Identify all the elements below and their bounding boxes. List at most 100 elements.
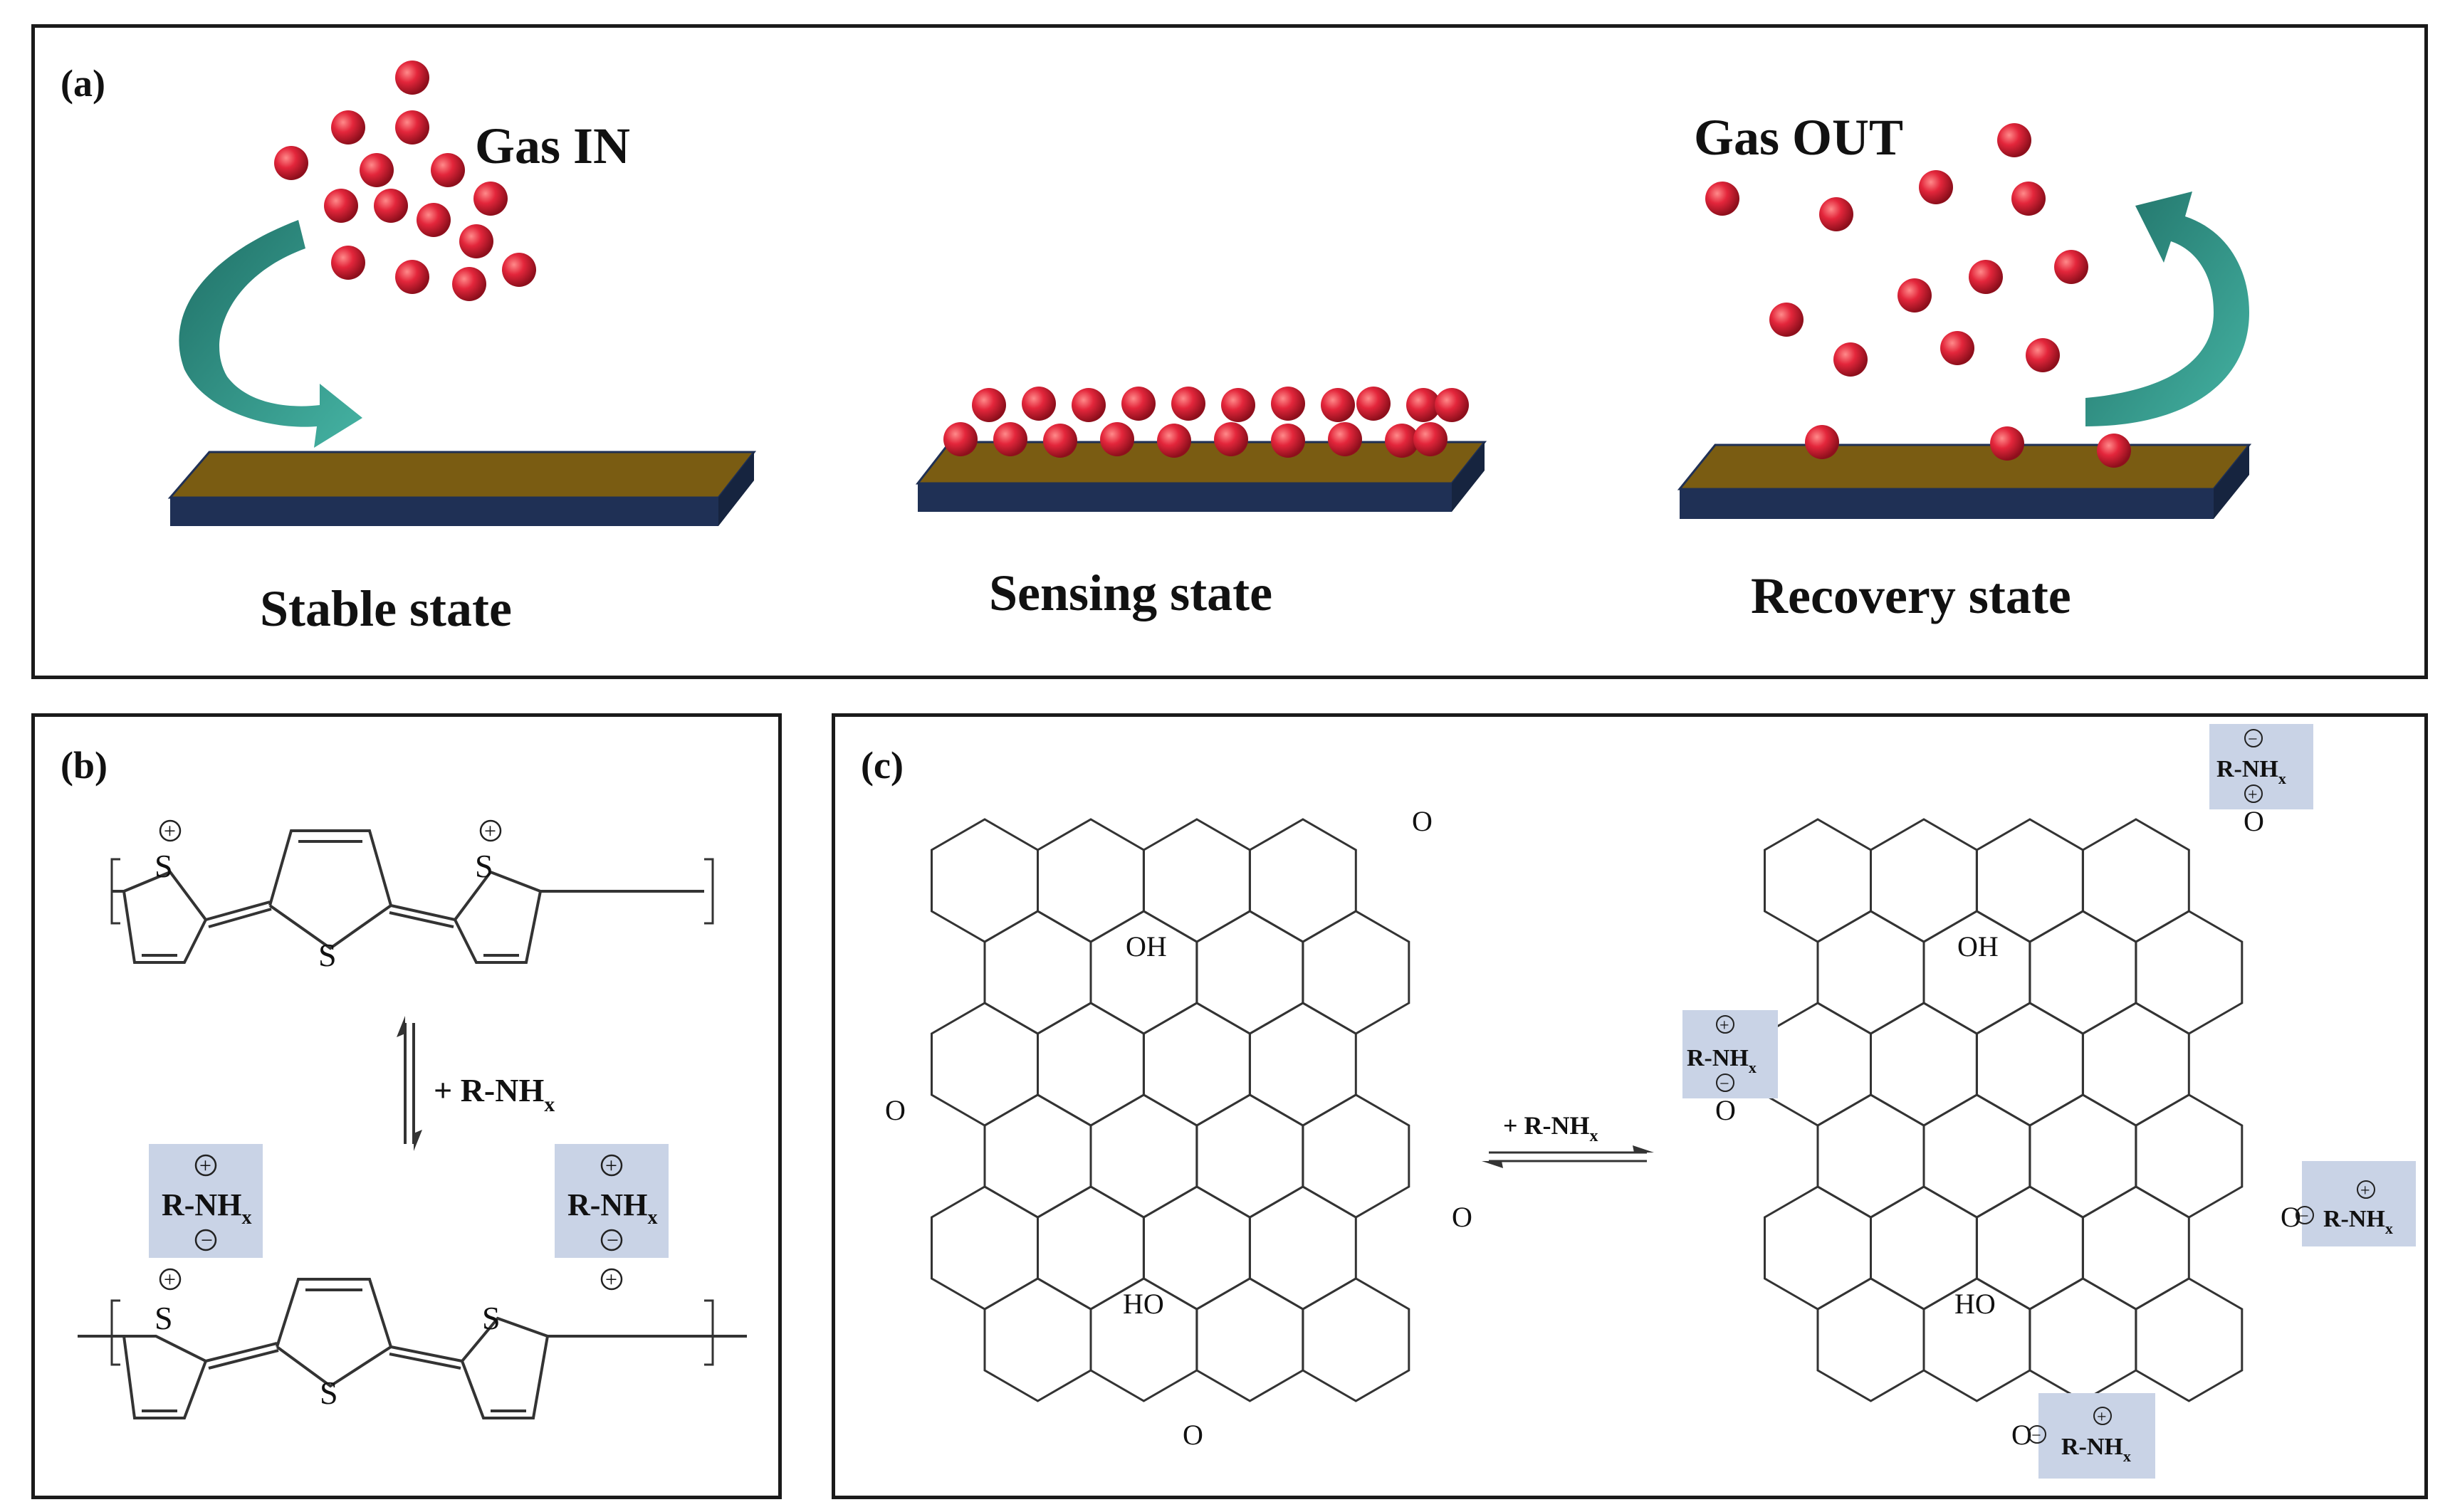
svg-text:+: + bbox=[605, 1268, 617, 1291]
o-atom: O bbox=[1452, 1201, 1472, 1233]
carbon-ring bbox=[1302, 1277, 1410, 1402]
gas-molecule bbox=[1435, 388, 1469, 422]
carbon-ring bbox=[1764, 1185, 1872, 1311]
ho-group: HO bbox=[1954, 1288, 1996, 1320]
carbon-ring bbox=[1037, 1002, 1145, 1127]
gas-molecule bbox=[1328, 422, 1362, 456]
gas-molecule bbox=[395, 110, 429, 145]
polythiophene-neutral bbox=[110, 829, 714, 964]
gas-molecule bbox=[1321, 388, 1355, 422]
gas-molecule bbox=[331, 110, 365, 145]
gas-molecule bbox=[331, 246, 365, 280]
carbon-ring bbox=[1089, 1093, 1198, 1219]
gas-molecule bbox=[1833, 342, 1868, 377]
gas-molecule bbox=[1413, 422, 1448, 456]
adduct-right: + R-NHx − bbox=[567, 1154, 657, 1252]
gas-in-arrow bbox=[179, 220, 363, 448]
gas-molecule bbox=[324, 189, 358, 223]
carbon-ring bbox=[1975, 818, 2084, 943]
gas-molecule bbox=[2011, 182, 2046, 216]
charge-plus: + bbox=[159, 1268, 182, 1291]
carbon-ring bbox=[1816, 910, 1925, 1035]
gas-molecule bbox=[1406, 388, 1440, 422]
gas-molecule bbox=[2097, 434, 2131, 468]
carbon-ring bbox=[931, 818, 1039, 943]
gas-molecule bbox=[1072, 388, 1106, 422]
gas-molecule bbox=[1171, 387, 1205, 421]
carbon-ring bbox=[1195, 1093, 1304, 1219]
svg-text:−: − bbox=[201, 1229, 213, 1252]
gas-molecule bbox=[1705, 182, 1739, 216]
carbon-ring bbox=[1922, 910, 2031, 1035]
adduct-box bbox=[149, 1144, 263, 1258]
svg-text:+: + bbox=[164, 819, 176, 843]
carbon-ring bbox=[2135, 1277, 2244, 1402]
carbon-ring bbox=[2135, 910, 2244, 1035]
carbon-ring bbox=[1975, 1002, 2084, 1127]
svg-text:R-NHx: R-NHx bbox=[567, 1187, 657, 1229]
oh-group: OH bbox=[1126, 930, 1167, 962]
gas-molecule bbox=[1805, 425, 1839, 459]
gas-molecule bbox=[374, 189, 408, 223]
gas-molecule bbox=[1271, 424, 1305, 458]
substrate-recovery bbox=[1677, 443, 2252, 519]
svg-text:+: + bbox=[164, 1268, 176, 1291]
carbon-ring bbox=[1142, 1002, 1251, 1127]
svg-text:R-NHx: R-NHx bbox=[162, 1187, 251, 1229]
gas-molecule bbox=[972, 388, 1006, 422]
panel-b-label: (b) bbox=[61, 744, 108, 787]
gas-molecule bbox=[395, 260, 429, 294]
carbon-ring bbox=[1764, 818, 1872, 943]
adduct-top: − R-NHx + bbox=[2209, 724, 2313, 809]
carbon-ring bbox=[2029, 1277, 2137, 1402]
gas-molecule bbox=[417, 203, 451, 237]
s-atom: S bbox=[155, 1300, 173, 1336]
o-atom: O bbox=[1183, 1419, 1203, 1451]
svg-text:+: + bbox=[484, 819, 496, 843]
charge-plus: + bbox=[159, 819, 182, 843]
gas-molecule bbox=[1214, 422, 1248, 456]
panel-a-figure: (a) Gas IN Gas OUT Stable state S bbox=[61, 61, 2252, 637]
carbon-ring bbox=[931, 1185, 1039, 1311]
panel-c: (c) + R-NHx O OH O O HO O O OH O O HO O … bbox=[832, 713, 2428, 1499]
substrate-stable bbox=[167, 451, 757, 526]
panel-c-figure: (c) + R-NHx O OH O O HO O O OH O O HO O … bbox=[861, 724, 2416, 1479]
svg-text:−: − bbox=[2299, 1207, 2309, 1226]
panel-c-label: (c) bbox=[861, 744, 904, 787]
carbon-ring bbox=[1870, 1002, 1978, 1127]
o-atom: O bbox=[1412, 805, 1433, 837]
s-atom: S bbox=[475, 848, 493, 884]
carbon-ring bbox=[1248, 1002, 1357, 1127]
gas-molecule bbox=[431, 153, 465, 187]
carbon-ring bbox=[1870, 818, 1978, 943]
s-atom: S bbox=[320, 1375, 338, 1411]
svg-text:R-NHx: R-NHx bbox=[1687, 1045, 1757, 1076]
o-atom: O bbox=[1715, 1094, 1736, 1126]
adduct-left: + R-NHx − bbox=[1682, 1010, 1778, 1098]
stable-state-label: Stable state bbox=[260, 580, 512, 637]
o-atom: O bbox=[2281, 1201, 2301, 1233]
carbon-ring bbox=[1922, 1093, 2031, 1219]
charge-plus: + bbox=[600, 1268, 623, 1291]
carbon-ring bbox=[1195, 910, 1304, 1035]
reagent-label: + R-NHx bbox=[434, 1072, 555, 1116]
gas-molecule bbox=[1121, 387, 1156, 421]
gas-molecule bbox=[1385, 424, 1419, 458]
carbon-ring bbox=[1302, 1093, 1410, 1219]
svg-text:−: − bbox=[2031, 1427, 2041, 1445]
panel-a-label: (a) bbox=[61, 62, 105, 105]
gas-molecule bbox=[1990, 426, 2024, 461]
adduct-left: + R-NHx − bbox=[162, 1154, 251, 1252]
carbon-ring bbox=[2081, 818, 2190, 943]
svg-text:+: + bbox=[605, 1154, 617, 1177]
carbon-ring bbox=[2081, 1185, 2190, 1311]
gas-molecule bbox=[1897, 278, 1932, 313]
equilibrium-arrow bbox=[1482, 1145, 1654, 1168]
svg-text:+: + bbox=[199, 1154, 211, 1177]
carbon-ring bbox=[1142, 818, 1251, 943]
adduct-box bbox=[555, 1144, 669, 1258]
gas-molecule bbox=[1221, 388, 1255, 422]
adduct-bottom: − + R-NHx bbox=[2028, 1393, 2155, 1479]
svg-text:+: + bbox=[2248, 786, 2258, 804]
s-atom: S bbox=[482, 1300, 501, 1336]
